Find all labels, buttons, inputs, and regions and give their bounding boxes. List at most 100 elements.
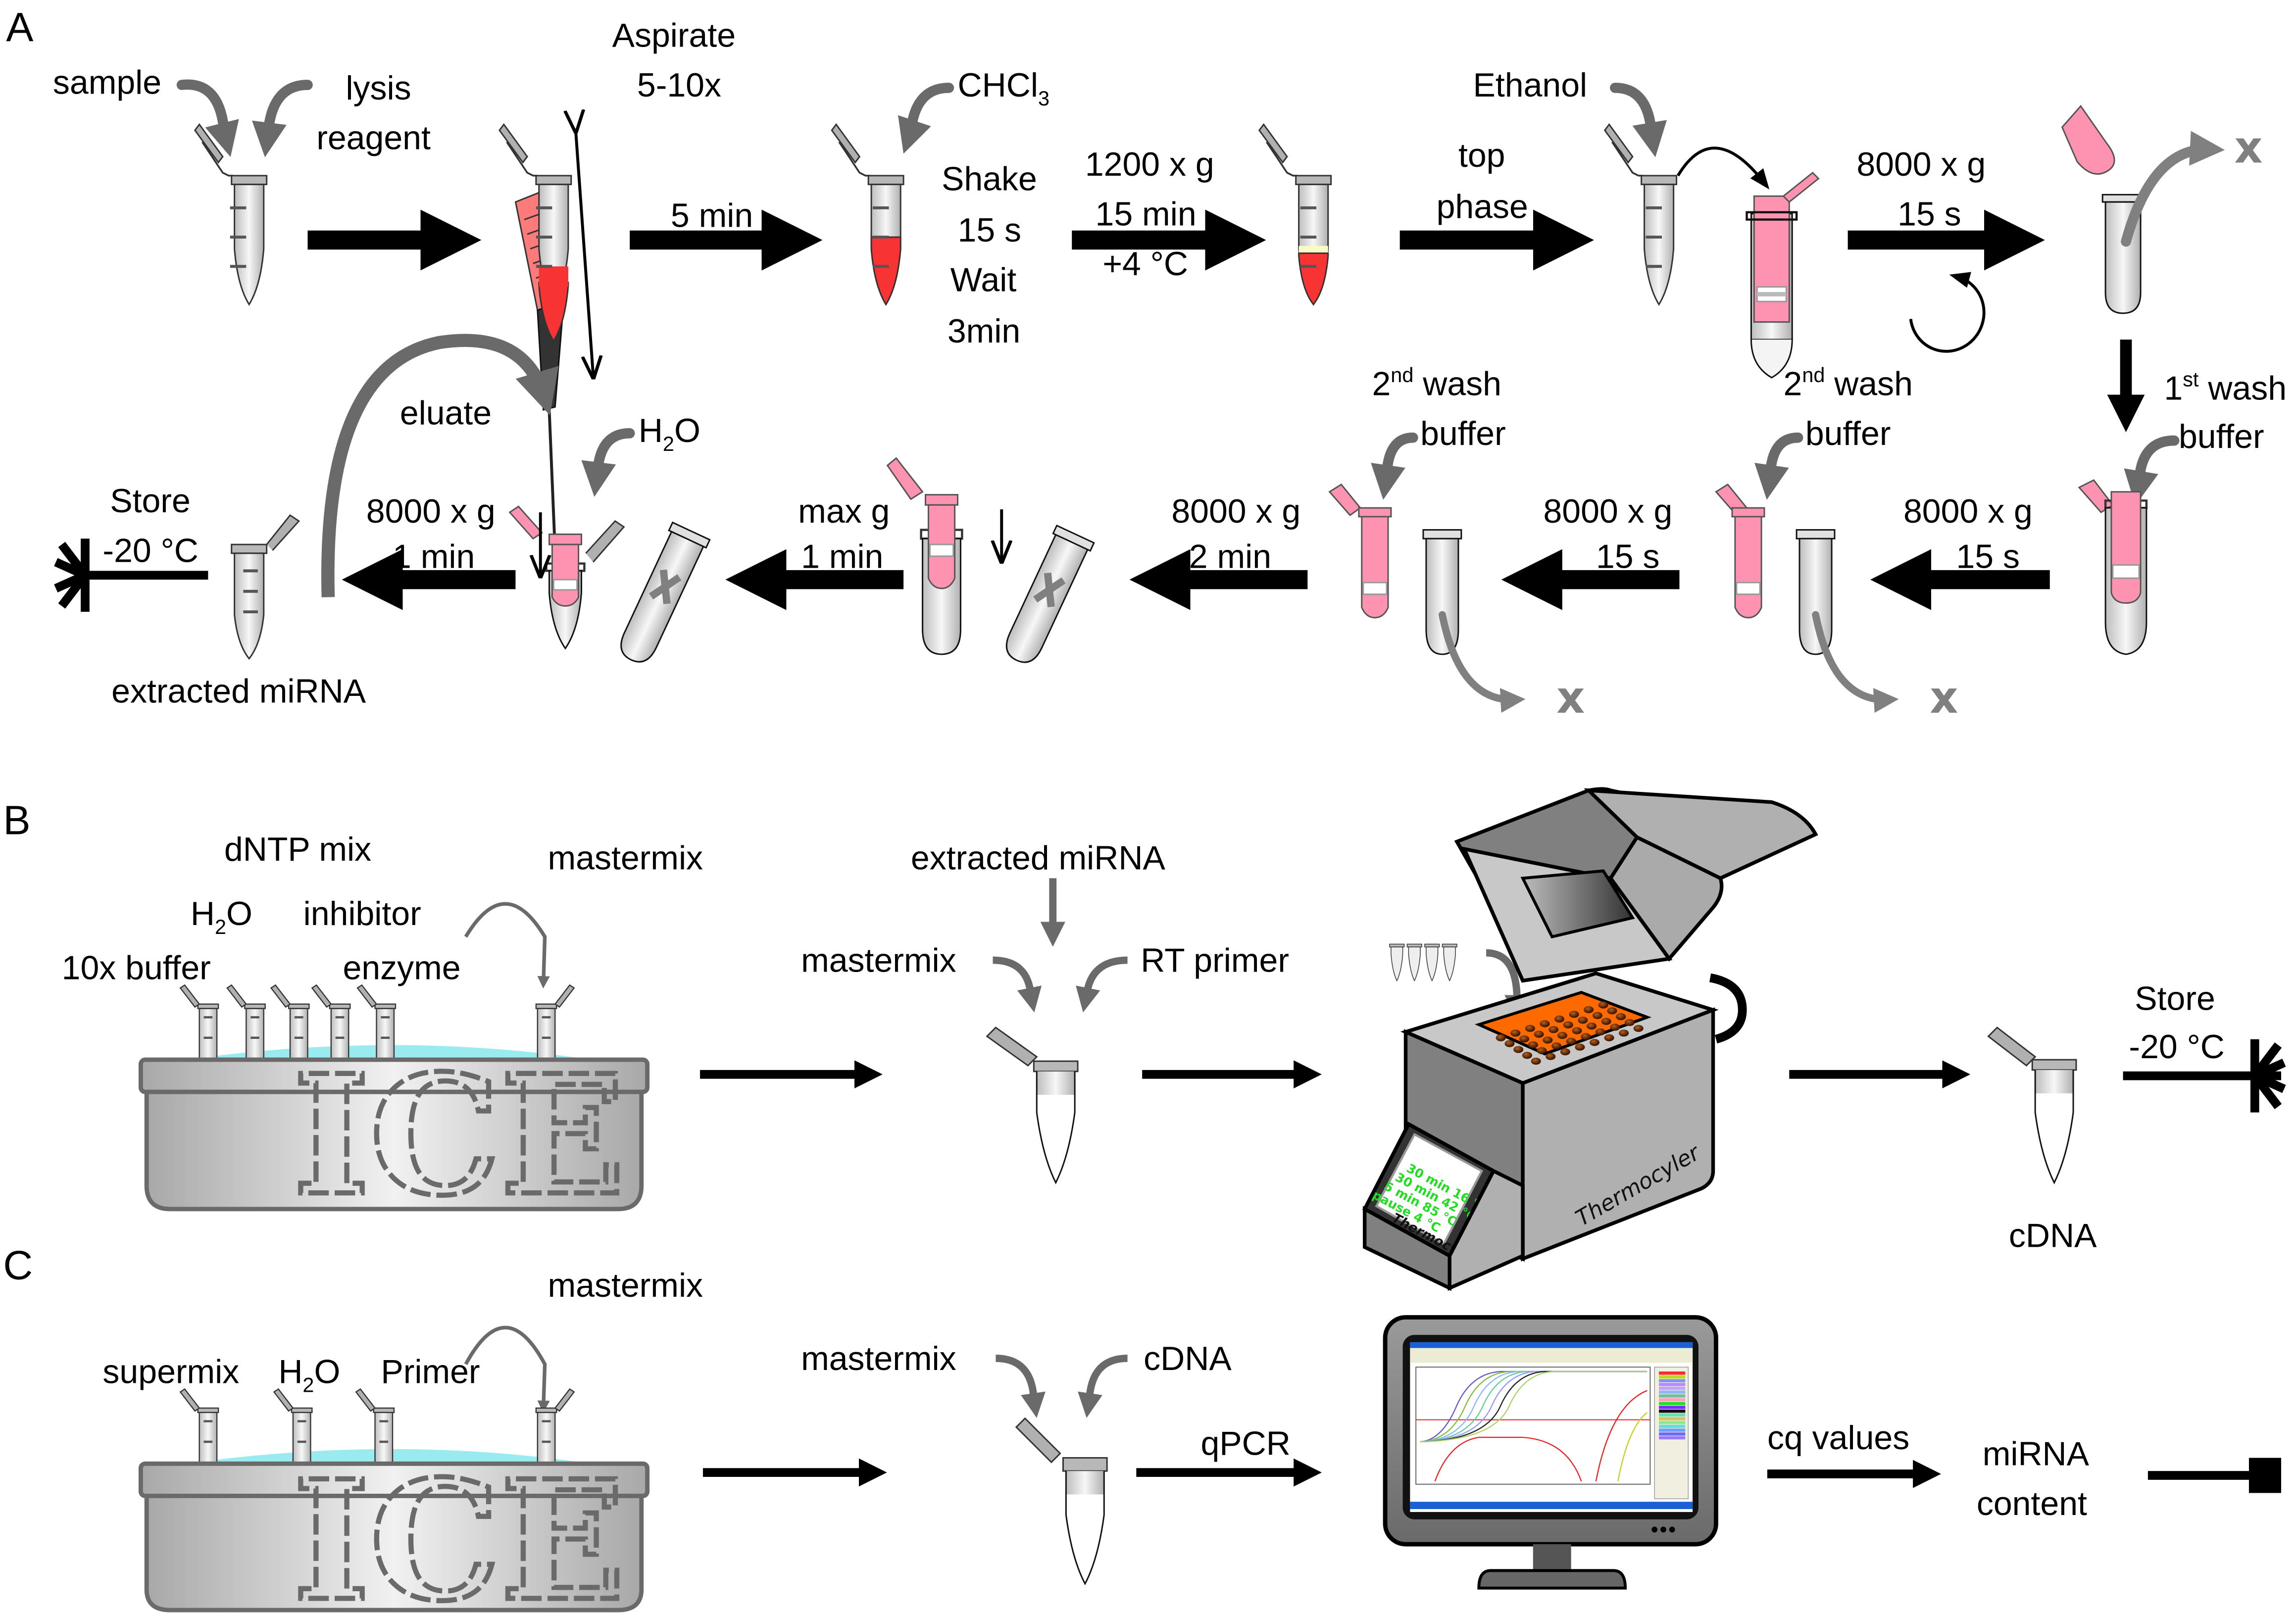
shake-line4: 3min (948, 312, 1020, 350)
sample-chip (1659, 1398, 1686, 1402)
well (1581, 1033, 1591, 1040)
wash1-label-line1: 1st wash (2164, 368, 2287, 407)
well (1510, 1029, 1521, 1037)
add-sample-arrow (176, 79, 239, 157)
amplification-curve (1420, 1370, 1647, 1443)
store-a-line2: -20 °C (102, 532, 198, 570)
rt-mix-tube (986, 1026, 1079, 1184)
panel-c-label: C (3, 1242, 33, 1288)
reagent-mastermix: mastermix (548, 839, 703, 877)
qpcr-software-window (1410, 1342, 1693, 1512)
well (1587, 1023, 1597, 1030)
qpcr-mix-tube (1015, 1417, 1108, 1586)
add-mastermix-arrow (996, 1355, 1046, 1418)
column-wash2a (1715, 483, 1836, 655)
reagent-primer: Primer (381, 1353, 480, 1391)
wash2b-label-line1: 2nd wash (1372, 364, 1501, 403)
reagent-tube (226, 984, 266, 1062)
well (1601, 1018, 1611, 1025)
mix-mastermix: mastermix (801, 942, 956, 979)
sample-chip (1659, 1417, 1686, 1420)
reagent-mastermix-c: mastermix (548, 1267, 703, 1304)
sample-chip (1659, 1428, 1686, 1432)
thermocycler: Thermocyler 30 min 16 °C 30 min 42 °C 5 … (1362, 787, 1818, 1291)
discard-arrow (1812, 611, 1899, 713)
ice-bucket-b: ICE (138, 984, 650, 1234)
add-ethanol-arrow (1610, 83, 1667, 157)
discard-arrow (1439, 611, 1526, 713)
well (1572, 1027, 1582, 1034)
wash2a-label-line1: 2nd wash (1783, 364, 1913, 403)
add-wash1-arrow (2124, 435, 2180, 506)
add-lysis-arrow (251, 80, 313, 157)
eluate-label: eluate (400, 394, 492, 432)
store-b-line1: Store (2135, 980, 2215, 1018)
well (1569, 1011, 1579, 1018)
freezer-snowflake-icon (54, 538, 208, 612)
well (1496, 1034, 1506, 1041)
spin3-line2: 15 s (1956, 538, 2020, 575)
amplification-curve (1420, 1370, 1647, 1443)
discard-flowthrough-tube (2061, 104, 2145, 314)
ice-label: ICE (293, 1445, 625, 1613)
incubate-label: 5 min (671, 196, 753, 234)
reagent-tubes (179, 984, 575, 1062)
add-wash2b-arrow (1371, 432, 1418, 500)
reagent-supermix: supermix (102, 1353, 239, 1391)
reagent-tube (273, 1388, 313, 1466)
well (1557, 1031, 1567, 1039)
well (1528, 1041, 1538, 1049)
spin5-line1: 8000 x g (1171, 492, 1300, 530)
panel-b: B dNTP mix mastermix H2O inhibitor 10x b… (3, 787, 2286, 1291)
aspirate-double-arrow-icon (576, 129, 593, 375)
well (1546, 1053, 1556, 1060)
column-dry-spin (886, 457, 1095, 663)
lysis-label-line2: reagent (316, 119, 431, 157)
spin2-line2: 15 s (1897, 195, 1961, 233)
computer-monitor (1383, 1315, 1718, 1590)
sample-label: sample (53, 63, 161, 101)
cdna-tube (1987, 1026, 2077, 1184)
reagent-tube (179, 984, 219, 1062)
well (1543, 1036, 1553, 1044)
mix-mastermix-c: mastermix (801, 1340, 956, 1377)
extracted-mirna-label: extracted miRNA (111, 673, 366, 710)
discard-x-icon: x (2234, 122, 2262, 173)
reagent-tube (311, 984, 351, 1062)
well (1519, 1035, 1530, 1043)
combine-mastermix-arrow (464, 1325, 550, 1414)
well (1554, 1015, 1565, 1023)
elution-tubes (508, 505, 711, 663)
ethanol-tube (1603, 123, 1678, 305)
ice-label: ICE (293, 1039, 625, 1232)
well (1607, 1007, 1617, 1015)
add-wash2a-arrow (1754, 432, 1803, 500)
add-cdna-arrow (1078, 1355, 1128, 1418)
well (1548, 1026, 1559, 1033)
combine-mastermix-arrow (464, 902, 550, 989)
shake-line2: 15 s (958, 211, 1022, 249)
ethanol-label: Ethanol (1473, 66, 1588, 104)
sample-chip (1659, 1394, 1686, 1398)
reagent-enzyme: enzyme (343, 949, 460, 986)
well (1534, 1030, 1544, 1038)
reagent-tube (179, 1388, 219, 1466)
freezer-snowflake-icon (2123, 1039, 2286, 1113)
well (1531, 1057, 1541, 1065)
chcl3-label: CHCl3 (958, 66, 1049, 110)
spin5-line2: 2 min (1189, 538, 1271, 575)
sample-chip (1659, 1371, 1686, 1375)
sample-chip (1659, 1402, 1686, 1406)
discard-x-icon: x (1556, 672, 1585, 723)
spin-column-tube (1746, 171, 1820, 379)
well (1540, 1020, 1550, 1027)
store-b-line2: -20 °C (2129, 1028, 2224, 1066)
extracted-mirna-tube (231, 514, 300, 660)
well (1589, 1039, 1600, 1046)
water-label: H2O (639, 412, 700, 455)
well (1633, 1025, 1644, 1032)
spin6-line1: max g (798, 492, 890, 530)
add-chcl3-arrow (898, 83, 954, 154)
cdna-label: cDNA (2009, 1217, 2097, 1255)
sample-chip (1659, 1386, 1686, 1390)
